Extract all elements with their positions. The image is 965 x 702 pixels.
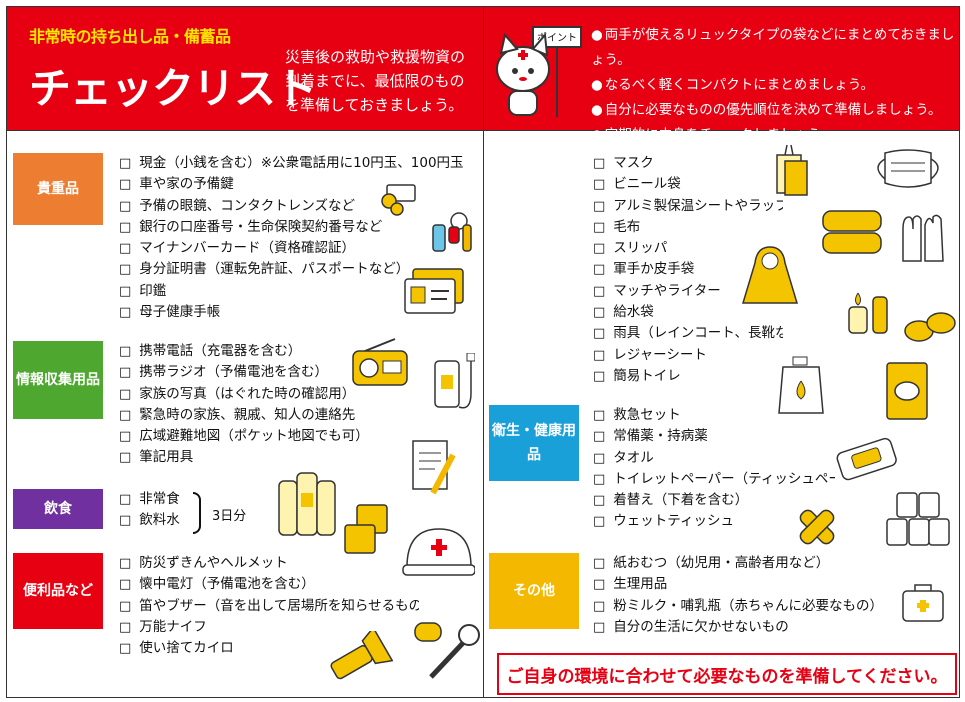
checklist-item[interactable]: マッチやライター — [593, 281, 783, 302]
info-list: 携帯電話（充電器を含む） 携帯ラジオ（予備電池を含む） 家族の写真（はぐれた時の… — [119, 341, 409, 469]
checklist-item[interactable]: 防災ずきんやヘルメット — [119, 553, 419, 574]
column-divider — [483, 7, 484, 697]
checklist-item[interactable]: 使い捨てカイロ — [119, 638, 419, 659]
other-list: 紙おむつ（幼児用・高齢者用など） 生理用品 粉ミルク・哺乳瓶（赤ちゃんに必要なも… — [593, 553, 883, 638]
valuables-list: 現金（小銭を含む）※公衆電話用に10円玉、100円玉 車や家の予備鍵 予備の眼鏡… — [119, 153, 483, 323]
checklist-item[interactable]: 現金（小銭を含む）※公衆電話用に10円玉、100円玉 — [119, 153, 483, 174]
checklist-item[interactable]: 懐中電灯（予備電池を含む） — [119, 574, 419, 595]
keys-icon — [432, 212, 472, 252]
id-card-icon — [404, 268, 464, 314]
checklist-item[interactable]: 印鑑 — [119, 281, 483, 302]
checklist-item[interactable]: レジャーシート — [593, 345, 783, 366]
checklist-item[interactable]: 粉ミルク・哺乳瓶（赤ちゃんに必要なもの） — [593, 596, 883, 617]
checklist-item[interactable]: マスク — [593, 153, 783, 174]
gloves-icon — [902, 214, 944, 262]
checklist-item[interactable]: 救急セット — [593, 405, 835, 426]
coins-icon — [381, 184, 416, 216]
mask-icon — [877, 149, 939, 188]
checklist-item[interactable]: 常備薬・持病薬 — [593, 426, 835, 447]
checklist-item[interactable]: 筆記用具 — [119, 447, 409, 468]
category-hygiene: 衛生・健康用品 — [489, 405, 579, 481]
raincoat-icon — [741, 246, 799, 304]
checklist-item[interactable]: 簡易トイレ — [593, 366, 783, 387]
tip-item: なるべく軽くコンパクトにまとめましょう。 — [591, 73, 959, 98]
general-list: マスク ビニール袋 アルミ製保温シートやラップ 毛布 スリッパ 軍手か皮手袋 マ… — [593, 153, 783, 387]
checklist-item[interactable]: 着替え（下着を含む） — [593, 490, 835, 511]
checklist-item[interactable]: 家族の写真（はぐれた時の確認用） — [119, 384, 409, 405]
canned-food-icon — [344, 504, 388, 554]
blanket-icon — [822, 210, 882, 254]
helmet-icon — [402, 528, 475, 576]
checklist-item[interactable]: 緊急時の家族、親戚、知人の連絡先 — [119, 405, 409, 426]
hygiene-list: 救急セット 常備薬・持病薬 タオル トイレットペーパー（ティッシュペーパー） 着… — [593, 405, 835, 533]
category-convenience: 便利品など — [13, 553, 103, 629]
checklist-item[interactable]: マイナンバーカード（資格確認証） — [119, 238, 483, 259]
footer-note: ご自身の環境に合わせて必要なものを準備してください。 — [497, 653, 957, 695]
checklist-page: 非常時の持ち出し品・備蓄品 チェックリスト 災害後の救助や救援物資の到着までに、… — [6, 6, 960, 698]
checklist-item[interactable]: 携帯電話（充電器を含む） — [119, 341, 409, 362]
notepad-pen-icon — [412, 440, 456, 495]
flashlight-icon — [330, 631, 393, 680]
wet-wipes-icon — [836, 437, 897, 481]
checklist-item[interactable]: タオル — [593, 448, 835, 469]
checklist-item[interactable]: 非常食 — [119, 489, 199, 510]
food-duration: 3日分 — [212, 509, 247, 524]
checklist-item[interactable]: 紙おむつ（幼児用・高齢者用など） — [593, 553, 883, 574]
plastic-bag-icon — [776, 144, 808, 196]
checklist-item[interactable]: 身分証明書（運転免許証、パスポートなど） — [119, 259, 483, 280]
checklist-item[interactable]: 自分の生活に欠かせないもの — [593, 617, 883, 638]
header-description: 災害後の救助や救援物資の到着までに、最低限のものを準備しておきましょう。 — [285, 48, 466, 114]
tip-item: 両手が使えるリュックタイプの袋などにまとめておきましょう。 — [591, 23, 959, 73]
checklist-item[interactable]: 給水袋 — [593, 302, 783, 323]
category-other: その他 — [489, 553, 579, 629]
water-bag-icon — [778, 356, 824, 414]
checklist-item[interactable]: 万能ナイフ — [119, 617, 419, 638]
checklist-item[interactable]: 笛やブザー（音を出して居場所を知らせるもの） — [119, 596, 419, 617]
checklist-item[interactable]: ウェットティッシュ — [593, 511, 835, 532]
category-valuables: 貴重品 — [13, 153, 103, 225]
header-title: チェックリスト — [29, 64, 317, 113]
checklist-item[interactable]: 車や家の予備鍵 — [119, 174, 483, 195]
category-info: 情報収集用品 — [13, 341, 103, 419]
checklist-item[interactable]: 飲料水 — [119, 510, 199, 531]
convenience-list: 防災ずきんやヘルメット 懐中電灯（予備電池を含む） 笛やブザー（音を出して居場所… — [119, 553, 419, 659]
checklist-item[interactable]: 広域避難地図（ポケット地図でも可） — [119, 426, 409, 447]
checklist-item[interactable]: トイレットペーパー（ティッシュペーパー） — [593, 469, 835, 490]
bandage-icon — [799, 509, 835, 545]
tips-list: 両手が使えるリュックタイプの袋などにまとめておきましょう。 なるべく軽くコンパク… — [591, 23, 959, 148]
candle-lighter-icon — [848, 292, 888, 334]
food-brace — [193, 492, 201, 534]
checklist-item[interactable]: 雨具（レインコート、長靴など） — [593, 323, 783, 344]
checklist-item[interactable]: 生理用品 — [593, 574, 883, 595]
whistle-icon — [414, 622, 480, 679]
checklist-item[interactable]: 毛布 — [593, 217, 783, 238]
toilet-paper-icon — [886, 492, 950, 546]
smartphone-charger-icon — [434, 353, 475, 409]
tip-item: 定期的に中身をチェックしましょう。 — [591, 123, 959, 148]
checklist-item[interactable]: ビニール袋 — [593, 174, 783, 195]
mascot-cat-icon: ポイント — [496, 26, 582, 117]
checklist-item[interactable]: 母子健康手帳 — [119, 302, 483, 323]
checklist-item[interactable]: スリッパ — [593, 238, 783, 259]
food-list: 非常食 飲料水 — [119, 489, 199, 532]
slippers-icon — [904, 312, 956, 342]
water-bottles-icon — [278, 472, 336, 536]
first-aid-kit-icon — [902, 584, 944, 622]
checklist-item[interactable]: アルミ製保温シートやラップ — [593, 196, 783, 217]
checklist-item[interactable]: 銀行の口座番号・生命保険契約番号など — [119, 217, 483, 238]
checklist-item[interactable]: 携帯ラジオ（予備電池を含む） — [119, 362, 409, 383]
mascot-sign-text: ポイント — [537, 32, 577, 44]
header-subtitle: 非常時の持ち出し品・備蓄品 — [29, 27, 231, 46]
checklist-item[interactable]: 予備の眼鏡、コンタクトレンズなど — [119, 196, 483, 217]
tip-item: 自分に必要なものの優先順位を決めて準備しましょう。 — [591, 98, 959, 123]
checklist-item[interactable]: 軍手か皮手袋 — [593, 259, 783, 280]
portable-toilet-icon — [886, 362, 928, 420]
radio-icon — [352, 338, 408, 386]
category-food: 飲食 — [13, 489, 103, 529]
